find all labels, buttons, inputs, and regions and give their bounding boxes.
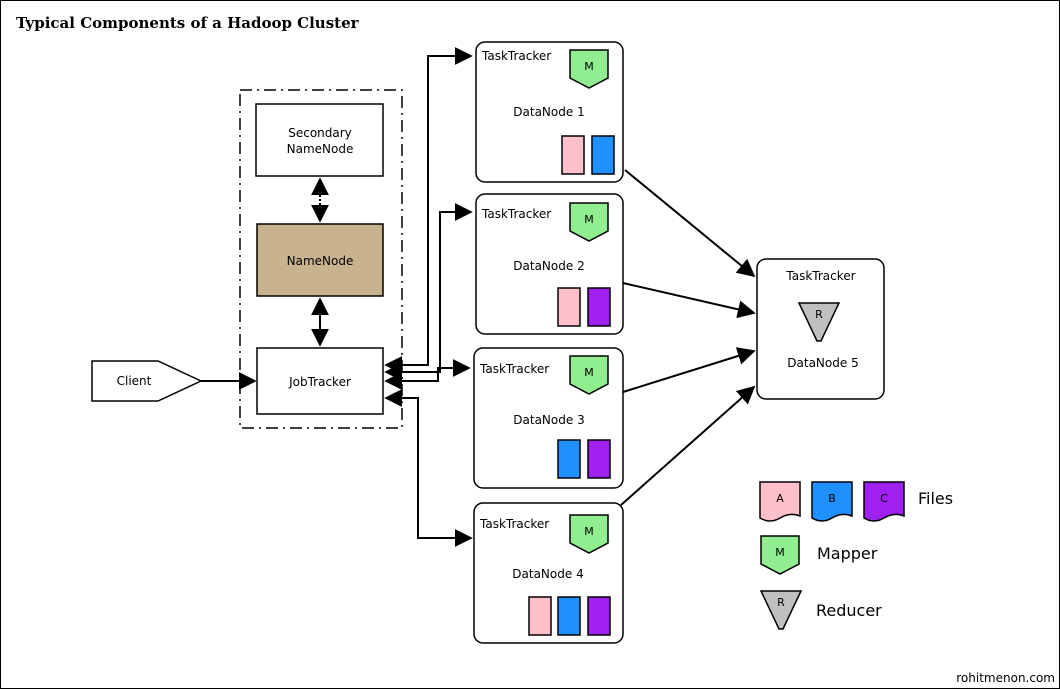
mapper-icon-4: M <box>569 514 609 554</box>
mapper-icon-1-letter: M <box>584 60 594 73</box>
datanode-1-label: DataNode 1 <box>513 105 584 119</box>
file-block-b <box>557 596 581 636</box>
legend-reducer-icon: R <box>759 590 803 630</box>
file-block-a <box>557 287 581 327</box>
node4-to-reducer-arrow <box>620 385 756 506</box>
client: Client <box>91 360 203 402</box>
reducer-icon-5: R <box>797 302 841 342</box>
jobtracker: JobTracker <box>256 347 384 415</box>
mapper-icon-4-letter: M <box>584 525 594 538</box>
legend-files-label: Files <box>918 489 953 508</box>
tasktracker-1-label: TaskTracker <box>481 49 551 63</box>
legend-reducer-label: Reducer <box>816 601 882 620</box>
file-block-c <box>587 287 611 327</box>
file-block-b <box>591 135 615 175</box>
file-block-a <box>561 135 585 175</box>
mapper-icon-3: M <box>569 355 609 395</box>
legend-reducer-icon-letter: R <box>777 596 785 609</box>
legend-file-a-letter: A <box>776 492 784 505</box>
file-block-a <box>528 596 552 636</box>
tasktracker-5-label: TaskTracker <box>785 269 855 283</box>
node2-to-reducer-arrow <box>622 282 756 319</box>
watermark: rohitmenon.com <box>956 671 1055 685</box>
mapper-icon-1: M <box>569 49 609 89</box>
node1-to-reducer-arrow <box>624 169 756 278</box>
datanode-5-label: DataNode 5 <box>787 356 858 370</box>
file-block-c <box>587 596 611 636</box>
legend-mapper-icon: M <box>760 535 800 575</box>
client-label: Client <box>117 374 152 388</box>
jobtracker-node1-arrow <box>384 47 473 374</box>
namenode: NameNode <box>256 223 384 297</box>
legend-file-c-icon: C <box>863 481 905 522</box>
tasktracker-2-label: TaskTracker <box>481 207 551 221</box>
legend-file-a-icon: A <box>759 481 801 522</box>
mapper-icon-2: M <box>569 202 609 242</box>
mapper-icon-3-letter: M <box>584 366 594 379</box>
diagram-title: Typical Components of a Hadoop Cluster <box>16 14 360 32</box>
jobtracker-node4-arrow <box>384 389 473 547</box>
legend-file-b-icon: B <box>811 481 853 522</box>
jobtracker-node3-arrow <box>384 359 471 390</box>
legend-mapper-label: Mapper <box>817 544 878 563</box>
secondary-namenode-label-line1: Secondary <box>288 126 352 140</box>
reducer-icon-5-letter: R <box>815 308 823 321</box>
legend-mapper-icon-letter: M <box>775 546 785 559</box>
legend-file-c-letter: C <box>880 492 888 505</box>
secondary-namenode: Secondary NameNode <box>255 103 384 177</box>
legend-file-b-letter: B <box>828 492 836 505</box>
file-block-b <box>557 439 581 479</box>
file-block-c <box>587 439 611 479</box>
tasktracker-3-label: TaskTracker <box>479 362 549 376</box>
datanode-2-label: DataNode 2 <box>513 259 584 273</box>
datanode-3-label: DataNode 3 <box>513 413 584 427</box>
namenode-label: NameNode <box>287 254 354 268</box>
secondary-namenode-label-line2: NameNode <box>287 142 354 156</box>
jobtracker-label: JobTracker <box>288 375 351 389</box>
node3-to-reducer-arrow <box>622 347 756 393</box>
datanode-4-label: DataNode 4 <box>512 567 583 581</box>
mapper-icon-2-letter: M <box>584 213 594 226</box>
tasktracker-4-label: TaskTracker <box>479 517 549 531</box>
